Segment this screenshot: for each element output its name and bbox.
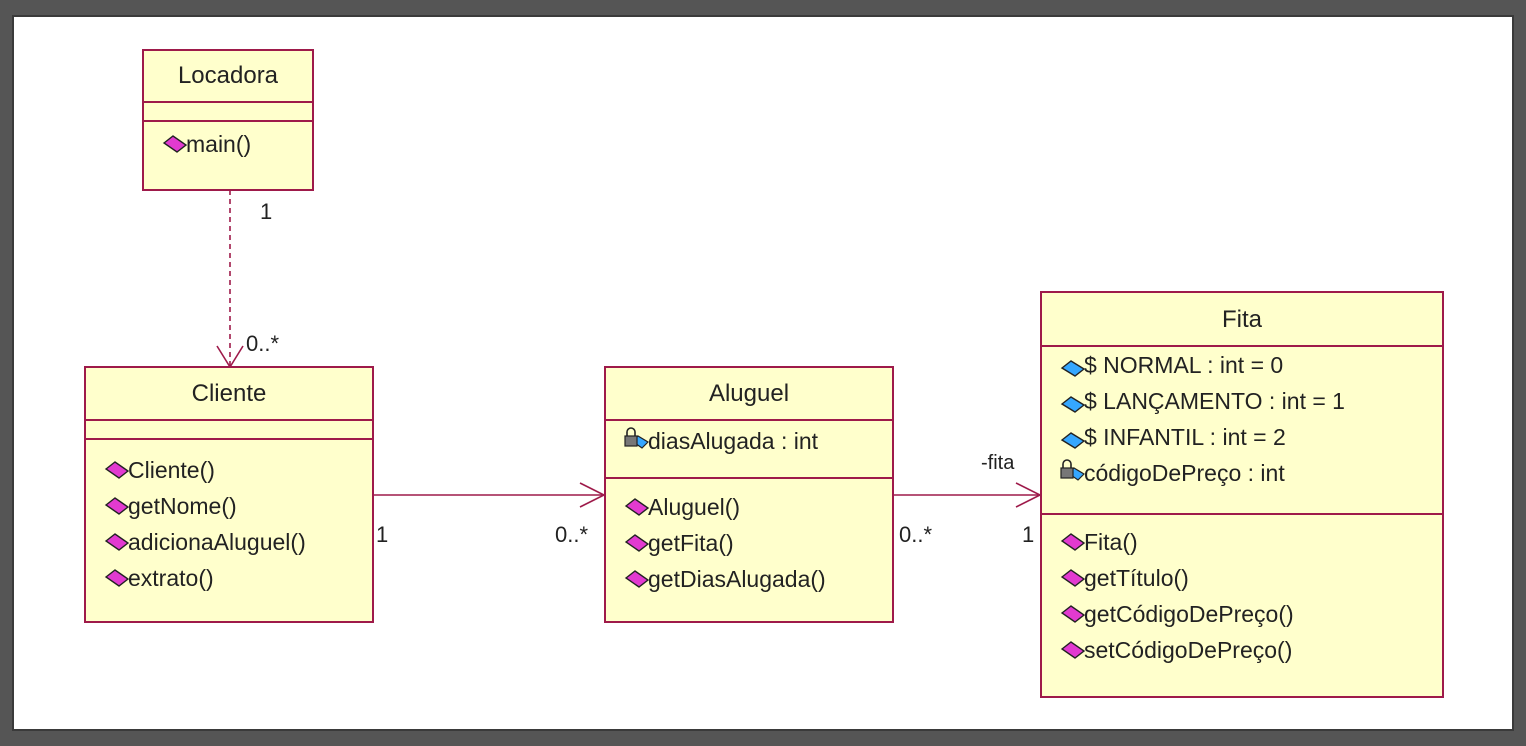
operation-icon bbox=[1060, 605, 1086, 623]
class-locadora[interactable]: Locadora main() bbox=[142, 49, 314, 191]
operation-label: main() bbox=[186, 131, 252, 157]
public-static-attribute-icon bbox=[1060, 360, 1086, 377]
operation-icon bbox=[104, 533, 130, 551]
multiplicity-cliente-from-locadora: 0..* bbox=[246, 331, 280, 356]
operation-row[interactable]: Cliente() bbox=[104, 452, 372, 488]
operation-row[interactable]: extrato() bbox=[104, 560, 372, 596]
multiplicity-aluguel: 0..* bbox=[899, 522, 933, 547]
operation-row[interactable]: getDiasAlugada() bbox=[624, 561, 892, 597]
operation-icon bbox=[1060, 641, 1086, 659]
multiplicity-fita: 1 bbox=[1022, 522, 1035, 547]
operation-icon bbox=[104, 569, 130, 587]
attribute-label: $ LANÇAMENTO : int = 1 bbox=[1084, 388, 1345, 414]
public-static-attribute-icon bbox=[1060, 432, 1086, 449]
operation-row[interactable]: getFita() bbox=[624, 525, 892, 561]
operation-row[interactable]: main() bbox=[162, 126, 312, 162]
attribute-row[interactable]: $ NORMAL : int = 0 bbox=[1060, 347, 1442, 383]
operations-compartment: Fita() getTítulo() getCódigoDePreço() se… bbox=[1042, 515, 1442, 672]
multiplicity-locadora: 1 bbox=[260, 199, 273, 224]
public-static-attribute-icon bbox=[1060, 396, 1086, 413]
class-name: Locadora bbox=[144, 51, 312, 103]
operation-icon bbox=[104, 461, 130, 479]
operation-row[interactable]: getCódigoDePreço() bbox=[1060, 596, 1442, 632]
operation-row[interactable]: getNome() bbox=[104, 488, 372, 524]
operations-compartment: main() bbox=[144, 122, 312, 166]
operation-row[interactable]: getTítulo() bbox=[1060, 560, 1442, 596]
operation-row[interactable]: Aluguel() bbox=[624, 489, 892, 525]
operation-label: extrato() bbox=[128, 565, 214, 591]
attributes-compartment bbox=[144, 103, 312, 122]
role-name-fita: -fita bbox=[981, 452, 1015, 474]
attribute-row[interactable]: diasAlugada : int bbox=[624, 423, 892, 459]
operation-icon bbox=[1060, 533, 1086, 551]
attribute-label: $ INFANTIL : int = 2 bbox=[1084, 424, 1286, 450]
class-name: Fita bbox=[1042, 293, 1442, 347]
operation-icon bbox=[624, 498, 650, 516]
attribute-label: diasAlugada : int bbox=[648, 428, 819, 454]
operation-label: getNome() bbox=[128, 493, 237, 519]
attributes-compartment: $ NORMAL : int = 0 $ LANÇAMENTO : int = … bbox=[1042, 347, 1442, 515]
class-cliente[interactable]: Cliente Cliente() getNome() adicionaAlug… bbox=[84, 366, 374, 623]
operation-label: getTítulo() bbox=[1084, 565, 1189, 591]
attributes-compartment: diasAlugada : int bbox=[606, 421, 892, 479]
operation-label: adicionaAluguel() bbox=[128, 529, 306, 555]
attribute-row[interactable]: $ INFANTIL : int = 2 bbox=[1060, 419, 1442, 455]
operation-icon bbox=[104, 497, 130, 515]
attribute-row[interactable]: códigoDePreço : int bbox=[1060, 455, 1442, 491]
class-name: Aluguel bbox=[606, 368, 892, 421]
class-name: Cliente bbox=[86, 368, 372, 421]
attribute-label: códigoDePreço : int bbox=[1084, 460, 1285, 486]
operation-label: Aluguel() bbox=[648, 494, 741, 520]
private-attribute-lock-icon bbox=[1060, 459, 1085, 481]
attribute-label: $ NORMAL : int = 0 bbox=[1084, 352, 1284, 378]
operation-icon bbox=[624, 570, 650, 588]
attribute-row[interactable]: $ LANÇAMENTO : int = 1 bbox=[1060, 383, 1442, 419]
operation-label: Fita() bbox=[1084, 529, 1138, 555]
operation-label: getFita() bbox=[648, 530, 734, 556]
operation-row[interactable]: Fita() bbox=[1060, 524, 1442, 560]
class-fita[interactable]: Fita $ NORMAL : int = 0 $ LANÇAMENTO : i… bbox=[1040, 291, 1444, 698]
operation-icon bbox=[162, 135, 188, 153]
operation-label: Cliente() bbox=[128, 457, 215, 483]
operations-compartment: Aluguel() getFita() getDiasAlugada() bbox=[606, 479, 892, 601]
operation-row[interactable]: setCódigoDePreço() bbox=[1060, 632, 1442, 668]
multiplicity-cliente: 1 bbox=[376, 522, 389, 547]
operation-label: getCódigoDePreço() bbox=[1084, 601, 1294, 627]
operations-compartment: Cliente() getNome() adicionaAluguel() ex… bbox=[86, 440, 372, 600]
private-attribute-lock-icon bbox=[624, 427, 649, 449]
operation-label: getDiasAlugada() bbox=[648, 566, 826, 592]
operation-icon bbox=[624, 534, 650, 552]
attributes-compartment bbox=[86, 421, 372, 440]
operation-icon bbox=[1060, 569, 1086, 587]
multiplicity-aluguel-from-cliente: 0..* bbox=[555, 522, 589, 547]
operation-row[interactable]: adicionaAluguel() bbox=[104, 524, 372, 560]
operation-label: setCódigoDePreço() bbox=[1084, 637, 1293, 663]
class-aluguel[interactable]: Aluguel diasAlugada : int Aluguel() getF… bbox=[604, 366, 894, 623]
